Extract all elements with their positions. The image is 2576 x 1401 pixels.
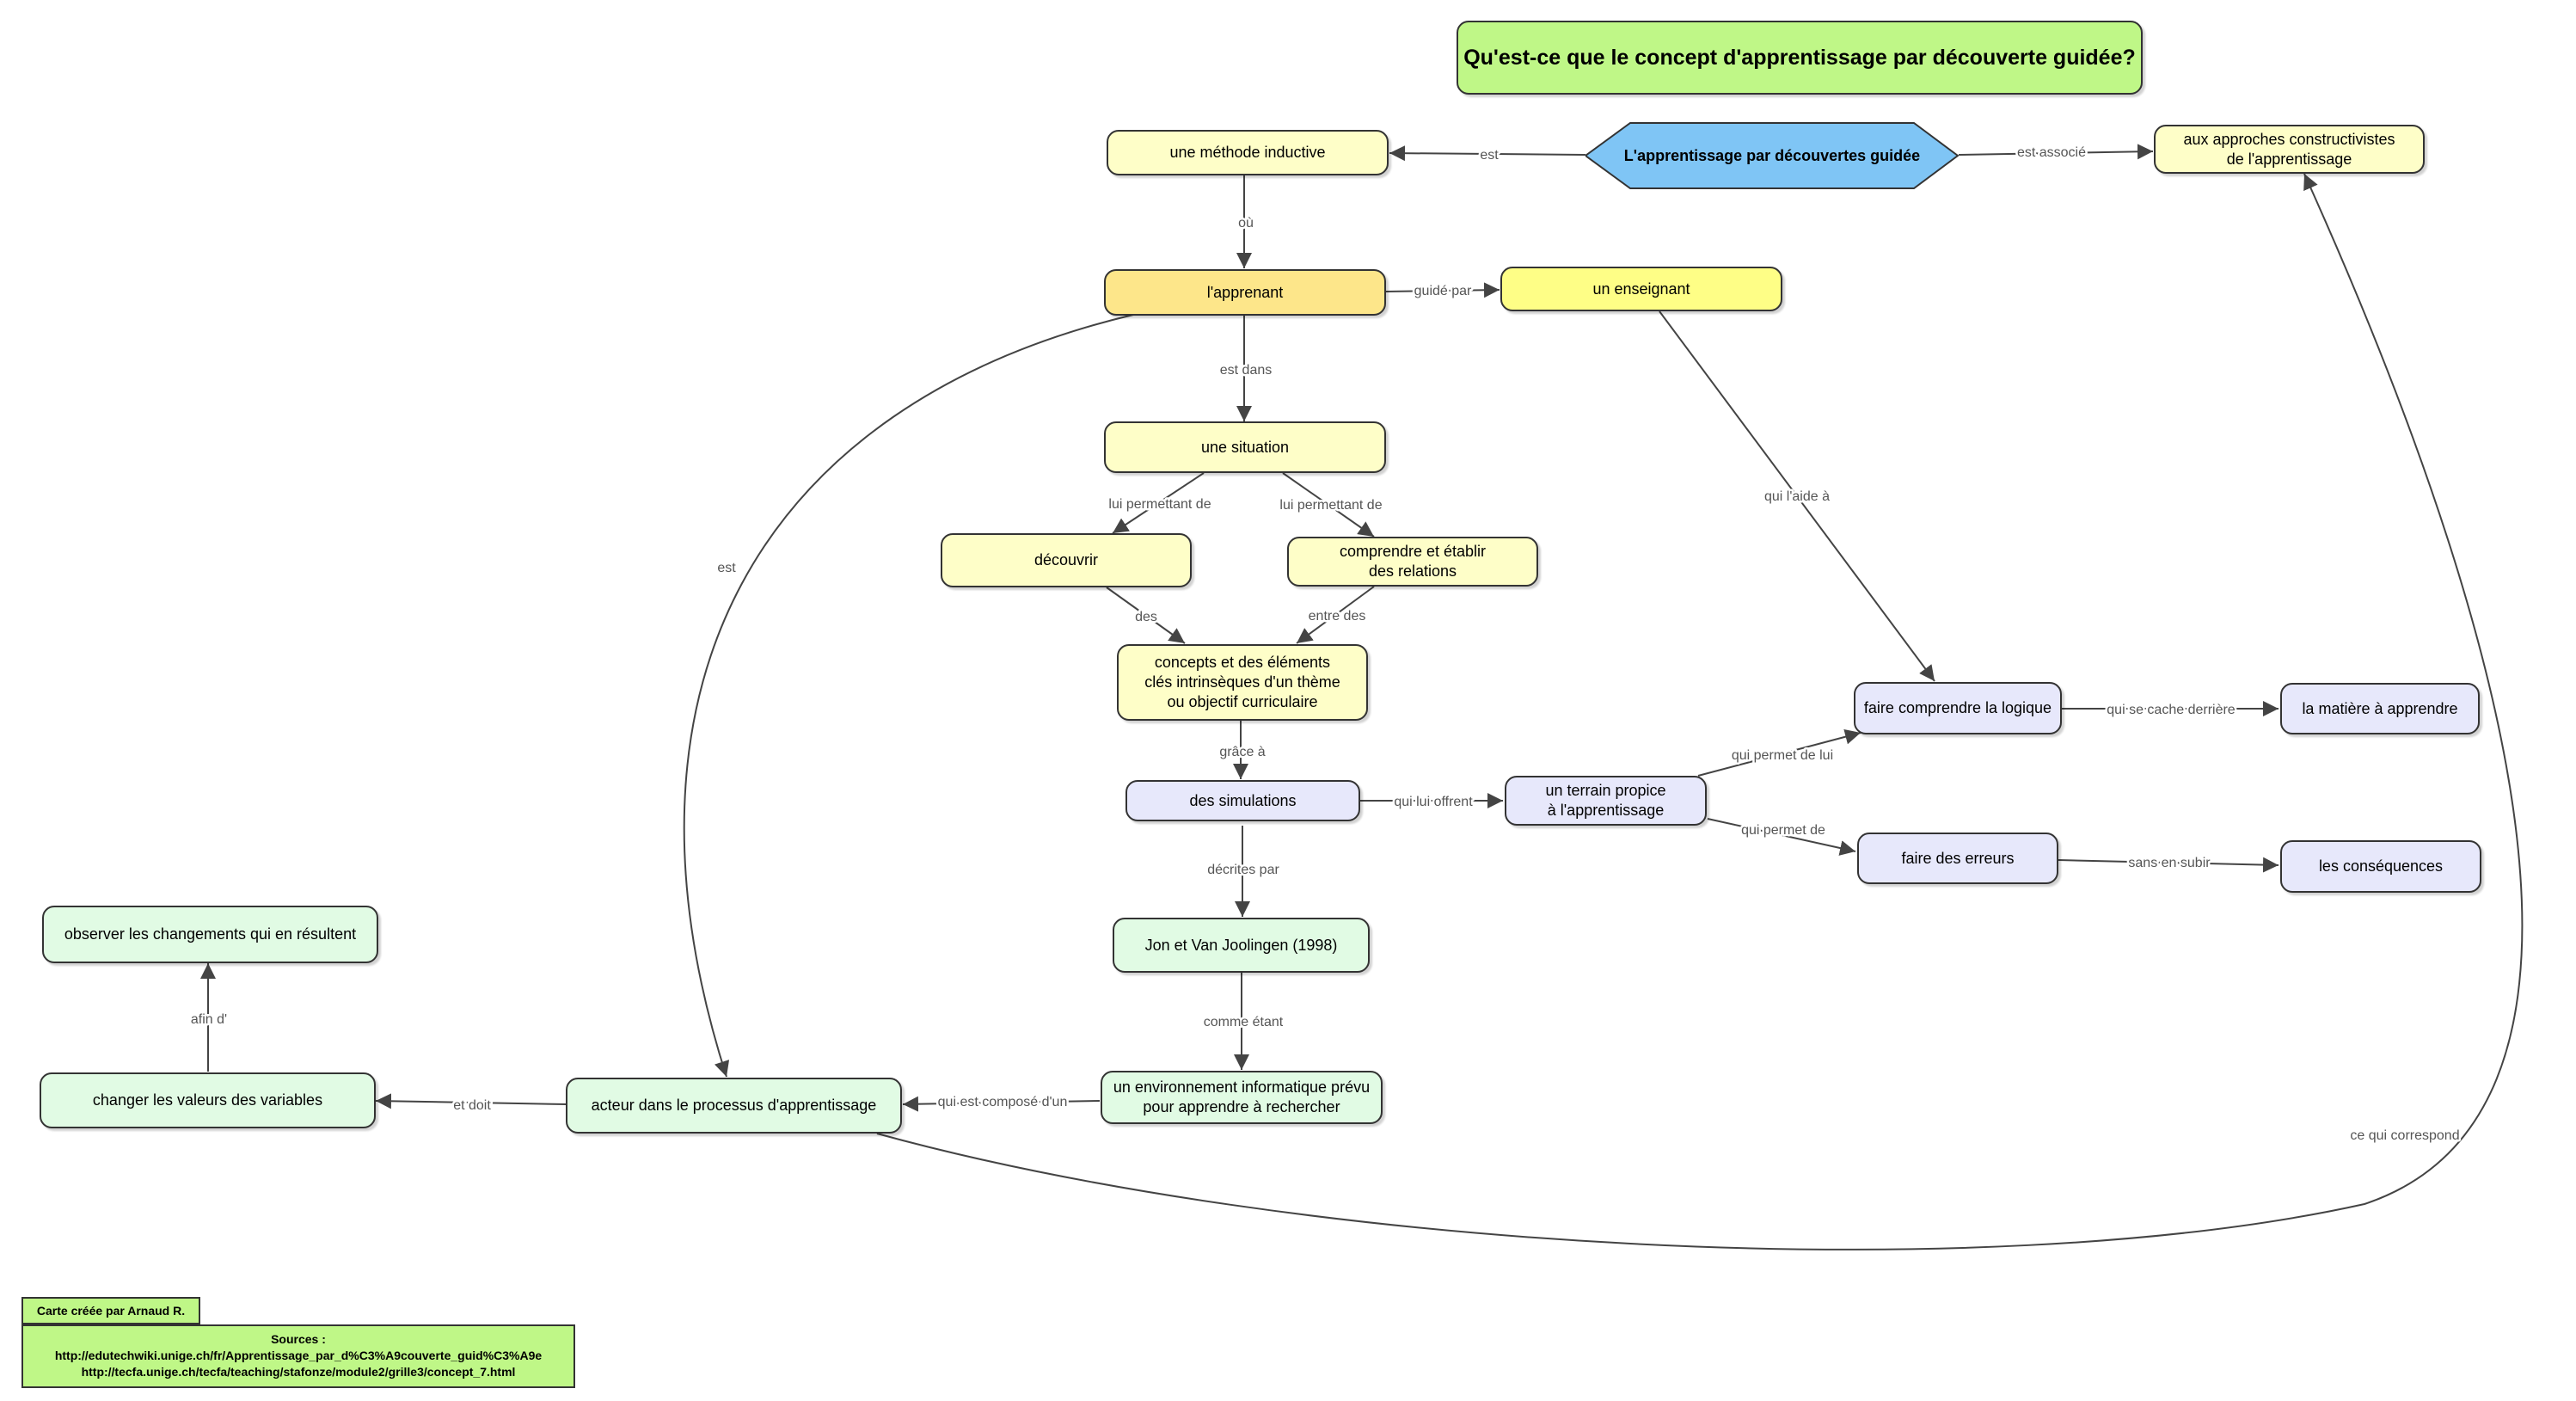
edge-label-ce-qui-correspond: ce qui correspond <box>2350 1128 2459 1143</box>
edge-label-est-acteur: est <box>717 561 736 575</box>
node-comprendre-relations[interactable]: comprendre et établir des relations <box>1287 537 1538 587</box>
edge-label-entre-des: entre des <box>1309 609 1366 624</box>
edge-des <box>1106 587 1186 644</box>
edge-entre-des <box>1296 586 1375 644</box>
edge-label-decrites-par: décrites par <box>1207 863 1279 877</box>
edge-guide-par <box>1385 282 1500 298</box>
node-changer-valeurs[interactable]: changer les valeurs des variables <box>40 1072 376 1128</box>
node-consequences[interactable]: les conséquences <box>2280 840 2481 893</box>
node-concepts-elements[interactable]: concepts et des éléments clés intrinsèqu… <box>1117 644 1368 721</box>
node-methode-inductive[interactable]: une méthode inductive <box>1107 130 1389 175</box>
sources-heading: Sources : <box>271 1332 326 1346</box>
edge-et-doit <box>375 1093 567 1109</box>
central-concept[interactable]: L'apprentissage par découvertes guidée <box>1585 122 1959 189</box>
node-terrain-propice[interactable]: un terrain propice à l'apprentissage <box>1505 776 1707 826</box>
node-faire-erreurs[interactable]: faire des erreurs <box>1857 833 2058 884</box>
edge-lui-permettant-2 <box>1282 472 1375 538</box>
node-acteur-processus[interactable]: acteur dans le processus d'apprentissage <box>566 1078 902 1134</box>
edge-label-afin-d: afin d' <box>191 1012 227 1027</box>
edge-label-des: des <box>1135 610 1157 624</box>
edge-label-est-associe: est associé <box>2017 145 2086 160</box>
node-jon-van-joolingen[interactable]: Jon et Van Joolingen (1998) <box>1113 918 1370 973</box>
node-matiere-a-apprendre[interactable]: la matière à apprendre <box>2280 683 2480 734</box>
source-link-2[interactable]: http://tecfa.unige.ch/tecfa/teaching/sta… <box>81 1365 516 1379</box>
edge-label-qui-est-compose: qui est composé d'un <box>938 1095 1068 1109</box>
node-simulations[interactable]: des simulations <box>1125 780 1360 821</box>
edge-qui-permet-de-lui <box>1697 728 1861 777</box>
edge-label-guide-par: guidé par <box>1414 284 1472 298</box>
hexagon-shape <box>1585 122 1959 189</box>
edge-label-lui-permettant-1: lui permettant de <box>1108 497 1211 512</box>
node-environnement-informatique[interactable]: un environnement informatique prévu pour… <box>1101 1071 1383 1124</box>
edge-label-qui-laide-a: qui l'aide à <box>1764 489 1830 504</box>
map-title: Qu'est-ce que le concept d'apprentissage… <box>1457 21 2143 95</box>
source-link-1[interactable]: http://edutechwiki.unige.ch/fr/Apprentis… <box>54 1349 543 1362</box>
edge-label-et-doit: et doit <box>453 1098 491 1113</box>
node-approches-constructivistes[interactable]: aux approches constructivistes de l'appr… <box>2154 125 2425 174</box>
sources-box: Sources : http://edutechwiki.unige.ch/fr… <box>21 1324 575 1388</box>
node-apprenant[interactable]: l'apprenant <box>1104 269 1386 316</box>
edge-label-qui-se-cache: qui se cache derrière <box>2107 703 2236 717</box>
author-credit: Carte créée par Arnaud R. <box>21 1297 200 1324</box>
edge-label-est-dans: est dans <box>1220 363 1272 378</box>
node-decouvrir[interactable]: découvrir <box>941 533 1192 587</box>
edge-label-grace-a: grâce à <box>1219 745 1265 759</box>
edge-label-lui-permettant-2: lui permettant de <box>1279 498 1382 513</box>
node-enseignant[interactable]: un enseignant <box>1500 267 1782 311</box>
node-comprendre-logique[interactable]: faire comprendre la logique <box>1854 682 2062 734</box>
edge-label-qui-permet-de: qui permet de <box>1741 823 1825 838</box>
edge-qui-laide-a <box>1659 310 1935 682</box>
edge-est-associe <box>1958 144 2154 160</box>
edge-label-sans-en-subir: sans en subir <box>2128 856 2211 870</box>
edge-label-est-methode: est <box>1480 148 1499 163</box>
edge-est-acteur <box>683 314 1134 1078</box>
node-observer-changements[interactable]: observer les changements qui en résulten… <box>42 906 378 963</box>
edge-sans-en-subir <box>2058 857 2279 873</box>
edge-ce-qui-correspond <box>876 173 2524 1250</box>
edge-lui-permettant-1 <box>1112 472 1205 534</box>
edge-label-ou: où <box>1238 216 1254 230</box>
edge-est-methode <box>1389 145 1586 162</box>
node-situation[interactable]: une situation <box>1104 421 1386 473</box>
edge-label-qui-lui-offrent: qui lui offrent <box>1394 795 1473 809</box>
edge-qui-permet-de <box>1707 818 1856 856</box>
edge-qui-est-compose <box>902 1096 1101 1112</box>
edge-label-qui-permet-de-lui: qui permet de lui <box>1732 748 1833 763</box>
central-concept-label: L'apprentissage par découvertes guidée <box>1623 146 1921 164</box>
edge-label-comme-etant: comme étant <box>1204 1015 1284 1029</box>
